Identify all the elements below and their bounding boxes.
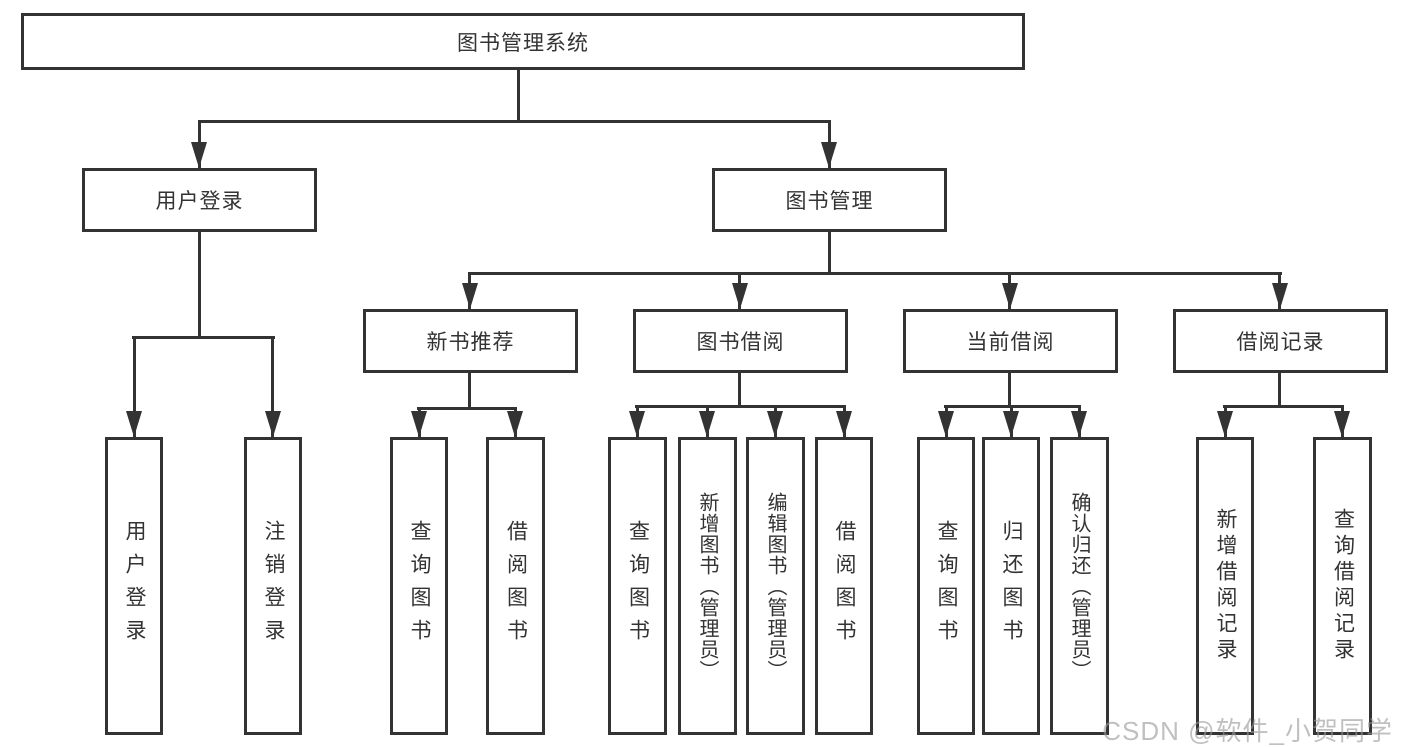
arrowhead-bb-leaf4 bbox=[836, 411, 852, 437]
edge-new-books-crossbar bbox=[417, 407, 517, 410]
edge-borrow-records-trunk bbox=[1278, 371, 1281, 407]
leaf-cb-query-books-label: 查询图书 bbox=[935, 520, 958, 652]
arrowhead-book-borrow bbox=[732, 283, 748, 309]
edge-root-crossbar bbox=[198, 120, 831, 123]
leaf-nb-query-books: 查询图书 bbox=[390, 437, 448, 735]
leaf-bb-add-books-admin-label: 新增图书（管理员） bbox=[696, 491, 718, 681]
arrowhead-user-login bbox=[191, 142, 207, 168]
arrowhead-new-books bbox=[462, 283, 478, 309]
edge-book-borrow-crossbar bbox=[635, 405, 846, 408]
arrowhead-cb-leaf3 bbox=[1071, 411, 1087, 437]
node-book-borrowing: 图书借阅 bbox=[633, 309, 848, 373]
leaf-cb-return-books-label: 归还图书 bbox=[1000, 520, 1023, 652]
edge-user-login-crossbar bbox=[132, 336, 275, 339]
edge-new-books-trunk bbox=[468, 371, 471, 409]
arrowhead-logout-leaf bbox=[265, 411, 281, 437]
edge-borrow-records-crossbar bbox=[1223, 405, 1344, 408]
node-current-borrow-label: 当前借阅 bbox=[966, 331, 1055, 354]
node-user-login-label: 用户登录 bbox=[155, 190, 244, 213]
arrowhead-cb-leaf2 bbox=[1003, 411, 1019, 437]
node-user-login: 用户登录 bbox=[82, 168, 317, 232]
edge-root-trunk bbox=[517, 68, 520, 123]
arrowhead-bb-leaf3 bbox=[767, 411, 783, 437]
arrowhead-bb-leaf2 bbox=[699, 411, 715, 437]
node-book-borrow-label: 图书借阅 bbox=[696, 331, 785, 354]
leaf-bb-borrow-books-label: 借阅图书 bbox=[833, 520, 856, 652]
leaf-bb-edit-books-admin: 编辑图书（管理员） bbox=[746, 437, 805, 735]
edge-to-login-leaf bbox=[133, 336, 136, 437]
edge-current-borrow-trunk bbox=[1008, 371, 1011, 407]
leaf-br-add-borrow-record-label: 新增借阅记录 bbox=[1214, 508, 1237, 664]
node-root-label: 图书管理系统 bbox=[457, 31, 589, 55]
leaf-cb-query-books: 查询图书 bbox=[917, 437, 975, 735]
arrowhead-login-leaf bbox=[126, 411, 142, 437]
leaf-bb-add-books-admin: 新增图书（管理员） bbox=[678, 437, 737, 735]
csdn-watermark: CSDN @软件_小贺同学 bbox=[1102, 716, 1393, 746]
leaf-bb-borrow-books: 借阅图书 bbox=[815, 437, 873, 735]
leaf-nb-query-books-label: 查询图书 bbox=[408, 520, 431, 652]
node-borrow-records-label: 借阅记录 bbox=[1236, 331, 1325, 354]
node-current-borrowing: 当前借阅 bbox=[903, 309, 1118, 373]
leaf-nb-borrow-books-label: 借阅图书 bbox=[504, 520, 528, 652]
edge-book-mgmt-crossbar bbox=[468, 272, 1282, 275]
node-book-management-label: 图书管理 bbox=[785, 190, 874, 213]
node-borrowing-records: 借阅记录 bbox=[1173, 309, 1388, 373]
arrowhead-nb-leaf1 bbox=[411, 411, 427, 437]
leaf-br-add-borrow-record: 新增借阅记录 bbox=[1196, 437, 1254, 735]
leaf-cb-confirm-return-admin-label: 确认归还（管理员） bbox=[1068, 491, 1090, 681]
arrowhead-borrow-records bbox=[1272, 283, 1288, 309]
leaf-bb-edit-books-admin-label: 编辑图书（管理员） bbox=[764, 491, 786, 681]
leaf-cb-return-books: 归还图书 bbox=[982, 437, 1040, 735]
edge-book-borrow-trunk bbox=[738, 371, 741, 407]
arrowhead-br-leaf1 bbox=[1217, 411, 1233, 437]
leaf-br-query-borrow-record-label: 查询借阅记录 bbox=[1331, 508, 1355, 664]
edge-user-login-trunk bbox=[198, 230, 201, 339]
edge-to-logout-leaf bbox=[271, 336, 274, 437]
leaf-logout: 注销登录 bbox=[244, 437, 302, 735]
node-root-library-management-system: 图书管理系统 bbox=[21, 13, 1025, 70]
leaf-bb-query-books-label: 查询图书 bbox=[626, 520, 650, 652]
leaf-bb-query-books: 查询图书 bbox=[608, 437, 667, 735]
arrowhead-cb-leaf1 bbox=[938, 411, 954, 437]
arrowhead-br-leaf2 bbox=[1334, 411, 1350, 437]
arrowhead-nb-leaf2 bbox=[507, 411, 523, 437]
arrowhead-bb-leaf1 bbox=[629, 411, 645, 437]
leaf-logout-label: 注销登录 bbox=[262, 520, 285, 652]
arrowhead-book-mgmt bbox=[821, 142, 837, 168]
leaf-cb-confirm-return-admin: 确认归还（管理员） bbox=[1050, 437, 1109, 735]
leaf-br-query-borrow-record: 查询借阅记录 bbox=[1313, 437, 1372, 735]
leaf-user-login: 用户登录 bbox=[105, 437, 163, 735]
edge-book-mgmt-trunk bbox=[828, 230, 831, 275]
leaf-nb-borrow-books: 借阅图书 bbox=[486, 437, 545, 735]
node-new-books-label: 新书推荐 bbox=[426, 331, 515, 354]
arrowhead-current-borrow bbox=[1002, 283, 1018, 309]
leaf-user-login-label: 用户登录 bbox=[123, 520, 146, 652]
node-new-book-recommendation: 新书推荐 bbox=[363, 309, 578, 373]
node-book-management: 图书管理 bbox=[712, 168, 947, 232]
